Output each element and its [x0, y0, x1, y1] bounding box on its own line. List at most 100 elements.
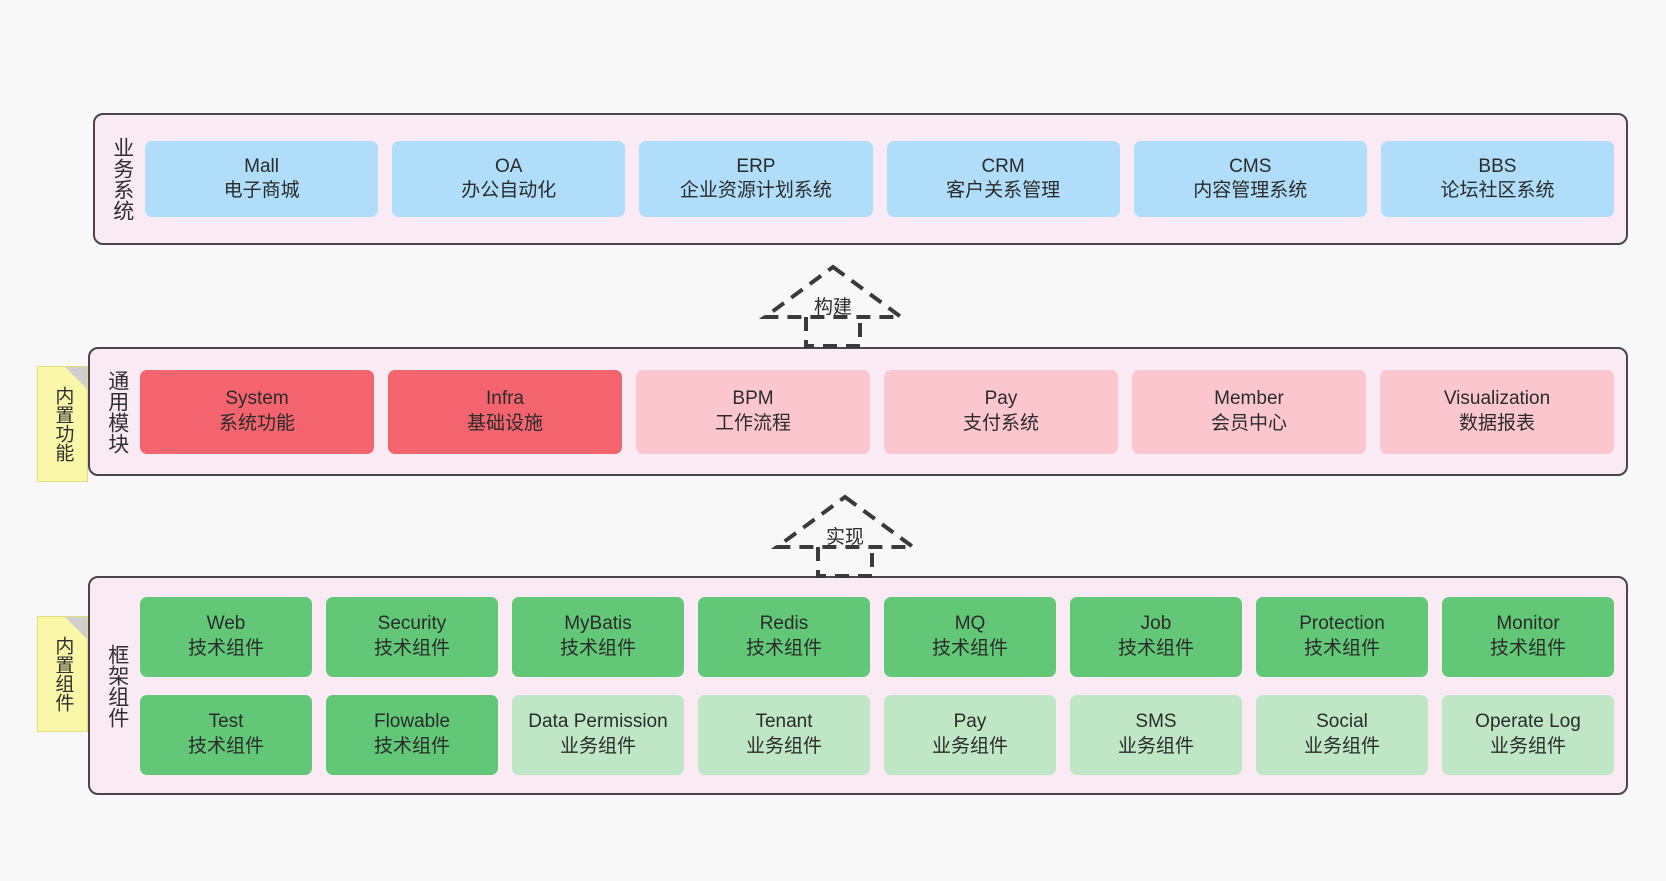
- card-tenant-desc: 业务组件: [745, 735, 822, 757]
- card-system-desc: 系统功能: [218, 412, 295, 434]
- card-infra[interactable]: Infra 基础设施: [388, 369, 622, 454]
- card-job[interactable]: Job 技术组件: [1070, 596, 1242, 677]
- card-bpm[interactable]: BPM 工作流程: [636, 369, 870, 454]
- card-pay-component-desc: 业务组件: [931, 735, 1008, 757]
- card-tenant[interactable]: Tenant 业务组件: [698, 694, 870, 775]
- common-modules-card-list: System 系统功能 Infra 基础设施 BPM 工作流程 Pay 支付系统…: [134, 349, 1626, 474]
- card-mybatis-desc: 技术组件: [559, 637, 636, 659]
- connector-build-arrow-icon: [758, 264, 908, 348]
- note-builtin-features-label: 内置功能: [52, 386, 74, 462]
- card-bbs[interactable]: BBS 论坛社区系统: [1380, 141, 1615, 217]
- card-social-desc: 业务组件: [1303, 735, 1380, 757]
- layer-common-modules-title: 通用模块: [105, 369, 129, 454]
- layer-business-systems-title: 业务系统: [110, 137, 134, 221]
- card-infra-desc: 基础设施: [466, 412, 543, 434]
- framework-components-card-list: Web 技术组件 Security 技术组件 MyBatis 技术组件 Redi…: [134, 578, 1626, 793]
- card-cms[interactable]: CMS 内容管理系统: [1133, 141, 1367, 217]
- card-social[interactable]: Social 业务组件: [1256, 694, 1428, 775]
- card-bbs-name: BBS: [1478, 155, 1517, 177]
- connector-implement-arrow-icon: [770, 494, 920, 578]
- business-systems-card-list: Mall 电子商城 OA 办公自动化 ERP 企业资源计划系统 CRM 客户关系…: [139, 115, 1626, 243]
- card-pay-module[interactable]: Pay 支付系统: [884, 369, 1118, 454]
- card-data-permission-name: Data Permission: [528, 711, 668, 733]
- note-builtin-components: 内置组件: [37, 616, 88, 732]
- card-pay-module-desc: 支付系统: [962, 412, 1039, 434]
- connector-implement-label: 实现: [825, 527, 865, 548]
- card-visualization-desc: 数据报表: [1458, 412, 1535, 434]
- connector-build-label: 构建: [813, 297, 853, 318]
- card-web[interactable]: Web 技术组件: [140, 596, 312, 677]
- card-test[interactable]: Test 技术组件: [140, 694, 312, 775]
- layer-common-modules: 通用模块 System 系统功能 Infra 基础设施 BPM 工作流程 Pay…: [88, 347, 1628, 476]
- card-oa-desc: 办公自动化: [461, 180, 557, 201]
- card-operate-log-name: Operate Log: [1475, 711, 1581, 733]
- layer-business-systems: 业务系统 Mall 电子商城 OA 办公自动化 ERP 企业资源计划系统 CRM…: [93, 113, 1628, 245]
- card-tenant-name: Tenant: [755, 711, 813, 733]
- card-pay-component[interactable]: Pay 业务组件: [884, 694, 1056, 775]
- card-member-desc: 会员中心: [1210, 412, 1287, 434]
- card-flowable-name: Flowable: [373, 711, 451, 733]
- card-crm-desc: 客户关系管理: [946, 180, 1061, 201]
- card-job-name: Job: [1140, 613, 1172, 635]
- card-erp-name: ERP: [736, 155, 776, 177]
- card-web-name: Web: [206, 613, 246, 635]
- card-system[interactable]: System 系统功能: [140, 369, 374, 454]
- card-infra-name: Infra: [485, 388, 525, 410]
- card-bpm-name: BPM: [732, 388, 774, 410]
- card-mall-desc: 电子商城: [223, 180, 300, 201]
- card-data-permission[interactable]: Data Permission 业务组件: [512, 694, 684, 775]
- card-redis[interactable]: Redis 技术组件: [698, 596, 870, 677]
- card-sms[interactable]: SMS 业务组件: [1070, 694, 1242, 775]
- card-pay-component-name: Pay: [953, 711, 987, 733]
- layer-framework-components: 框架组件 Web 技术组件 Security 技术组件 MyBatis 技术组件…: [88, 576, 1628, 795]
- card-mq-name: MQ: [954, 613, 986, 635]
- card-test-desc: 技术组件: [187, 735, 264, 757]
- card-cms-desc: 内容管理系统: [1193, 180, 1308, 201]
- card-protection[interactable]: Protection 技术组件: [1256, 596, 1428, 677]
- card-social-name: Social: [1316, 711, 1368, 733]
- layer-framework-components-title: 框架组件: [105, 643, 129, 728]
- card-crm[interactable]: CRM 客户关系管理: [886, 141, 1120, 217]
- card-mybatis-name: MyBatis: [564, 613, 632, 635]
- card-flowable-desc: 技术组件: [373, 735, 450, 757]
- card-bpm-desc: 工作流程: [714, 412, 791, 434]
- card-security-desc: 技术组件: [373, 637, 450, 659]
- card-security-name: Security: [377, 613, 447, 635]
- card-sms-name: SMS: [1135, 711, 1177, 733]
- card-protection-desc: 技术组件: [1303, 637, 1380, 659]
- card-monitor[interactable]: Monitor 技术组件: [1442, 596, 1614, 677]
- card-visualization-name: Visualization: [1443, 388, 1551, 410]
- card-erp-desc: 企业资源计划系统: [679, 180, 832, 201]
- card-redis-name: Redis: [759, 613, 809, 635]
- connector-implement: 实现: [770, 492, 920, 578]
- card-visualization[interactable]: Visualization 数据报表: [1380, 369, 1614, 454]
- card-operate-log-desc: 业务组件: [1489, 735, 1566, 757]
- card-pay-module-name: Pay: [984, 388, 1018, 410]
- card-monitor-desc: 技术组件: [1489, 637, 1566, 659]
- card-data-permission-desc: 业务组件: [559, 735, 636, 757]
- card-bbs-desc: 论坛社区系统: [1440, 180, 1555, 201]
- card-mall[interactable]: Mall 电子商城: [145, 141, 379, 217]
- card-flowable[interactable]: Flowable 技术组件: [326, 694, 498, 775]
- card-mybatis[interactable]: MyBatis 技术组件: [512, 596, 684, 677]
- card-cms-name: CMS: [1229, 155, 1272, 177]
- card-erp[interactable]: ERP 企业资源计划系统: [639, 141, 873, 217]
- note-builtin-features: 内置功能: [37, 366, 88, 482]
- card-mq-desc: 技术组件: [931, 637, 1008, 659]
- card-system-name: System: [225, 388, 289, 410]
- card-member-name: Member: [1214, 388, 1284, 410]
- card-web-desc: 技术组件: [187, 637, 264, 659]
- card-mall-name: Mall: [244, 155, 279, 177]
- card-mq[interactable]: MQ 技术组件: [884, 596, 1056, 677]
- card-sms-desc: 业务组件: [1117, 735, 1194, 757]
- card-crm-name: CRM: [981, 155, 1025, 177]
- note-builtin-components-label: 内置组件: [52, 636, 74, 712]
- card-security[interactable]: Security 技术组件: [326, 596, 498, 677]
- connector-build: 构建: [758, 262, 908, 348]
- card-member[interactable]: Member 会员中心: [1132, 369, 1366, 454]
- card-operate-log[interactable]: Operate Log 业务组件: [1442, 694, 1614, 775]
- card-monitor-name: Monitor: [1496, 613, 1560, 635]
- card-oa[interactable]: OA 办公自动化: [392, 141, 626, 217]
- card-protection-name: Protection: [1299, 613, 1385, 635]
